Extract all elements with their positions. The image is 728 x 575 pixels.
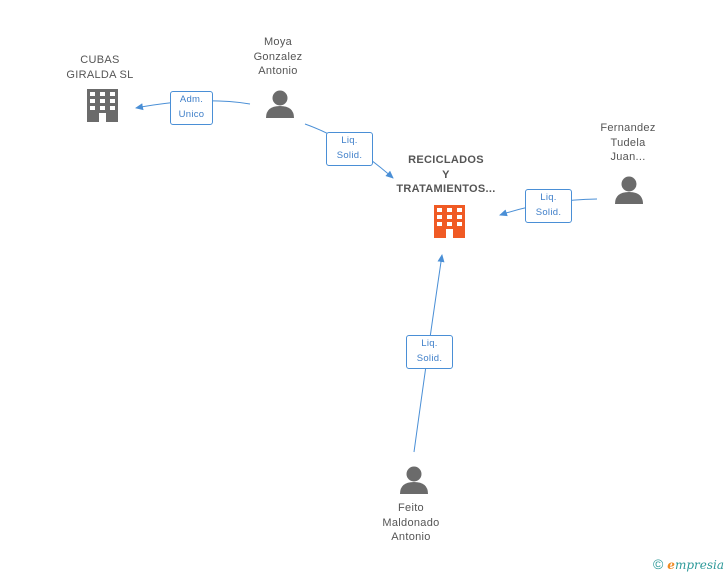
company-label-main[interactable]: RECICLADOS Y TRATAMIENTOS... [396, 154, 496, 195]
relation-label-liq-solid: Liq. Solid. [406, 335, 453, 369]
brand-name: mpresia [674, 558, 724, 572]
brand-initial: e [667, 558, 675, 572]
person-icon[interactable] [400, 466, 428, 495]
person-label-fernandez[interactable]: Fernandez Tudela Juan... [600, 122, 656, 163]
copyright-icon: © [652, 556, 664, 572]
person-label-moya[interactable]: Moya Gonzalez Antonio [253, 36, 303, 77]
company-label-cubas[interactable]: CUBAS GIRALDA SL [66, 54, 134, 81]
person-icon[interactable] [266, 90, 294, 119]
building-icon[interactable] [87, 89, 118, 122]
relation-label-liq-solid: Liq. Solid. [525, 189, 572, 223]
building-icon[interactable] [434, 205, 465, 238]
relation-label-adm-unico: Adm. Unico [170, 91, 213, 125]
empresia-logo: ©empresia [653, 556, 724, 572]
person-icon[interactable] [615, 176, 643, 205]
relation-label-liq-solid: Liq. Solid. [326, 132, 373, 166]
person-label-feito[interactable]: Feito Maldonado Antonio [382, 502, 440, 543]
